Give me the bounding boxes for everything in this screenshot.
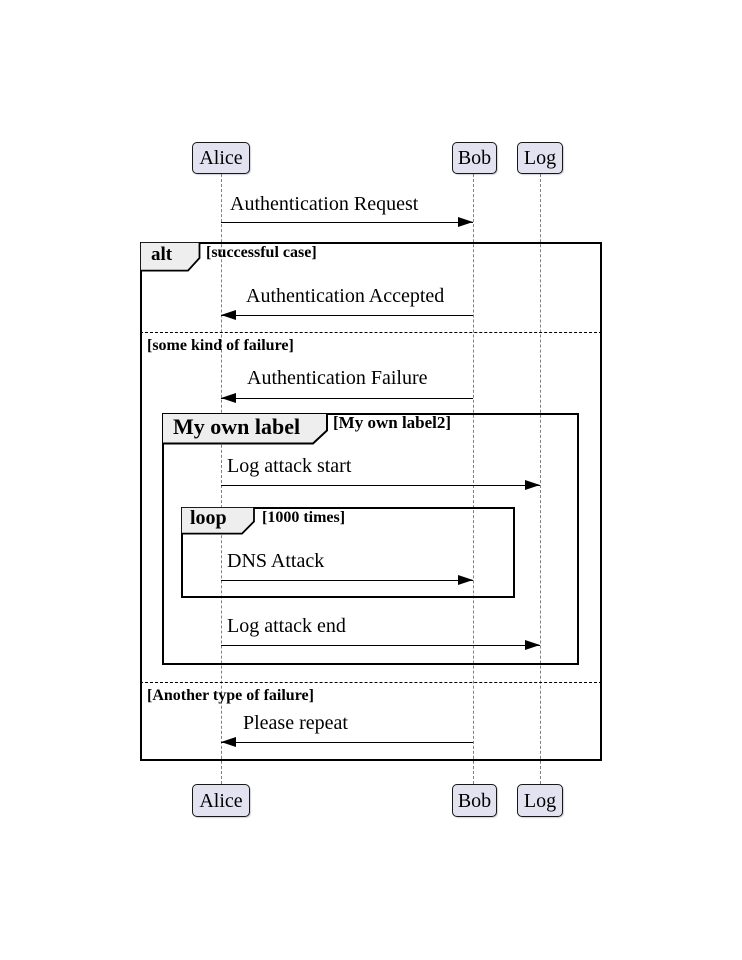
alt-else-divider-2 bbox=[140, 682, 602, 683]
guard-successful-case: [successful case] bbox=[206, 244, 317, 261]
guard-1000-times: [1000 times] bbox=[262, 509, 346, 526]
guard-another-type-of-failure: [Another type of failure] bbox=[147, 687, 314, 704]
alt-else-divider-1 bbox=[140, 332, 602, 333]
arrowhead-right-icon bbox=[525, 639, 540, 650]
participant-label: Alice bbox=[199, 789, 243, 812]
lifeline-alice bbox=[220, 174, 222, 784]
message-label-log-attack-end: Log attack end bbox=[227, 615, 346, 637]
message-line bbox=[221, 221, 473, 223]
arrowhead-left-icon bbox=[221, 736, 236, 747]
message-label-authentication-accepted: Authentication Accepted bbox=[246, 285, 445, 307]
message-line bbox=[221, 397, 473, 399]
participant-label: Log bbox=[523, 147, 557, 169]
custom-operator-label: My own label bbox=[173, 414, 301, 439]
arrowhead-left-icon bbox=[221, 309, 236, 320]
loop-operator-pentagon bbox=[181, 507, 255, 535]
lifeline-log bbox=[539, 174, 541, 784]
participant-label: Bob bbox=[457, 789, 492, 812]
guard-some-kind-of-failure: [some kind of failure] bbox=[147, 337, 294, 354]
message-line bbox=[221, 314, 473, 316]
message-line bbox=[221, 579, 473, 581]
message-label-dns-attack: DNS Attack bbox=[227, 550, 325, 572]
custom-frame bbox=[162, 413, 579, 665]
alt-frame bbox=[140, 242, 602, 761]
participant-label: Bob bbox=[457, 147, 492, 169]
alt-operator-pentagon bbox=[140, 242, 201, 272]
participant-label: Log bbox=[523, 789, 557, 812]
message-line bbox=[221, 644, 540, 646]
participant-bob-bottom: Bob bbox=[452, 784, 497, 817]
lifeline-bob bbox=[472, 174, 474, 784]
loop-frame bbox=[181, 507, 515, 598]
participant-label: Alice bbox=[199, 147, 243, 169]
message-label-authentication-request: Authentication Request bbox=[230, 193, 419, 215]
message-label-please-repeat: Please repeat bbox=[243, 712, 348, 734]
guard-my-own-label2: [My own label2] bbox=[333, 413, 452, 432]
message-label-log-attack-start: Log attack start bbox=[227, 455, 352, 477]
participant-alice-bottom: Alice bbox=[192, 784, 250, 817]
arrowhead-right-icon bbox=[458, 216, 473, 227]
message-label-authentication-failure: Authentication Failure bbox=[247, 367, 428, 389]
arrowhead-left-icon bbox=[221, 392, 236, 403]
participant-alice-top: Alice bbox=[192, 142, 250, 174]
message-line bbox=[221, 741, 473, 743]
participant-bob-top: Bob bbox=[452, 142, 497, 174]
loop-operator-label: loop bbox=[190, 507, 227, 529]
alt-operator-label: alt bbox=[151, 244, 173, 265]
participant-log-bottom: Log bbox=[517, 784, 563, 817]
message-line bbox=[221, 484, 540, 486]
participant-log-top: Log bbox=[517, 142, 563, 174]
arrowhead-right-icon bbox=[525, 479, 540, 490]
arrowhead-right-icon bbox=[458, 574, 473, 585]
custom-operator-pentagon bbox=[162, 413, 328, 445]
